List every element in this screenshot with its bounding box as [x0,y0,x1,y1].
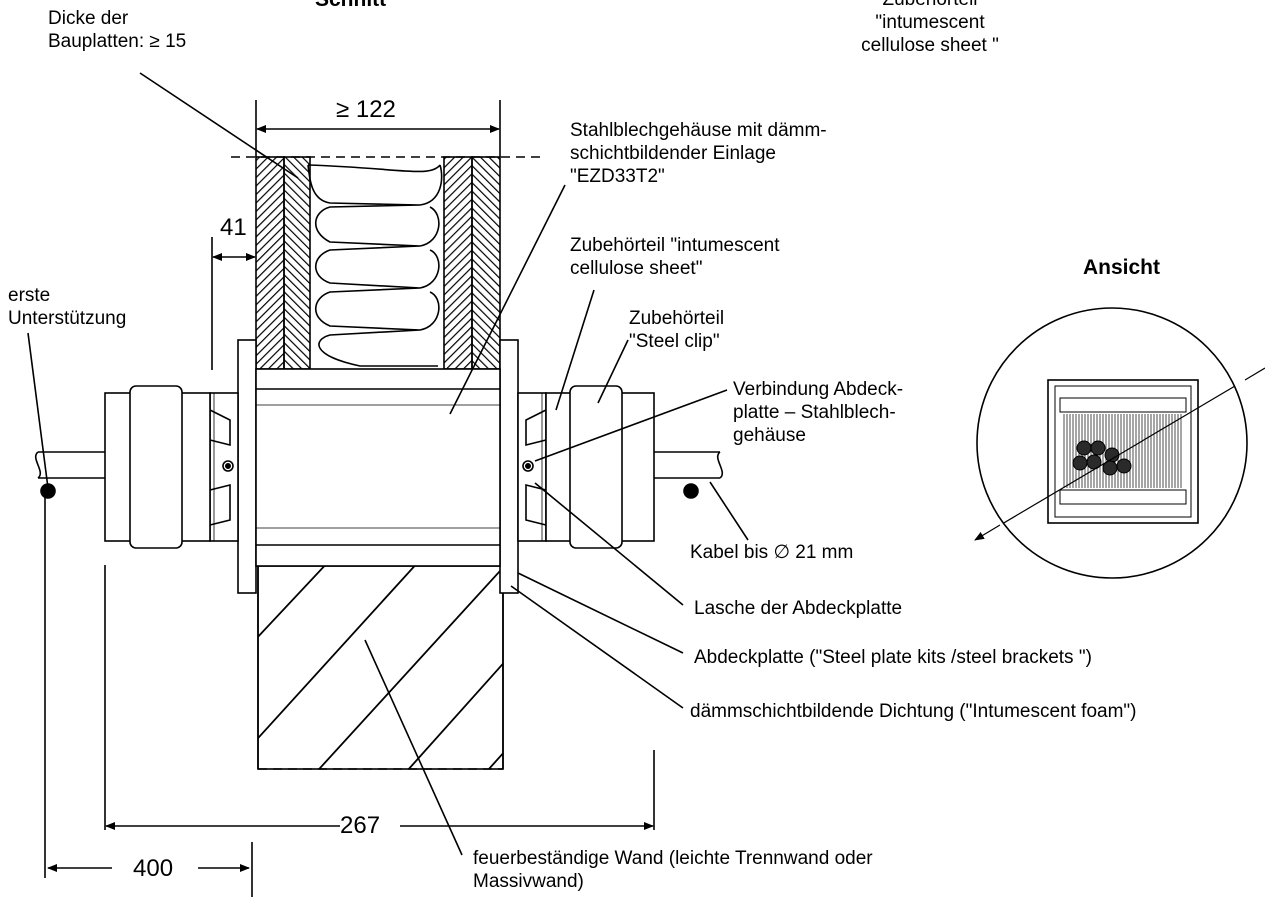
first-support-point-right [683,483,699,499]
leader-housing [449,184,566,415]
leader-wall [364,639,463,856]
dim-267-label: 267 [340,812,381,839]
leader-board-thickness [139,72,299,179]
label-steel-clip: Zubehörteil "Steel clip" [629,308,725,352]
cable-right [654,451,724,479]
steel-housing [255,368,501,567]
view-title: Ansicht [1083,256,1161,279]
label-cellulose-sheet: Zubehörteil "intumescent cellulose sheet… [570,235,780,279]
front-view [974,307,1265,579]
building-board-left [255,156,311,370]
leader-tab [534,482,684,606]
leader-connection [534,389,728,462]
leader-cable [709,481,749,541]
dim-122-label: ≥ 122 [336,96,396,123]
label-housing: Stahlblechgehäuse mit dämm- schichtbilde… [570,120,827,187]
section-title: Schnitt [315,0,386,11]
steel-clip-right [545,385,655,549]
label-first-support: erste Unterstützung [8,285,127,329]
cable-left [34,451,105,479]
cover-plate-right [499,339,519,594]
steel-clip-left [104,385,211,549]
leader-cover-plate [517,572,684,654]
label-board-thickness: Dicke der Bauplatten: ≥ 15 [48,8,187,52]
cover-plate-left [237,339,257,594]
label-wall: feuerbeständige Wand (leichte Trennwand … [473,848,873,892]
label-connection: Verbindung Abdeck- platte – Stahlblech- … [733,379,904,446]
dim-400-label: 400 [133,855,174,882]
leader-seal [510,585,684,709]
cable-bundle [1072,440,1132,476]
building-board-right [443,156,501,370]
label-tab: Lasche der Abdeckplatte [694,598,903,619]
label-cable: Kabel bis ∅ 21 mm [690,542,854,563]
leader-first-support [27,332,49,489]
leader-steel-clip [597,339,629,404]
insulation-coil-symbol [307,164,443,367]
label-seal: dämmschichtbildende Dichtung ("Intumesce… [690,701,1137,722]
label-top-right-accessory: Zubehörteil "intumescent cellulose sheet… [861,0,999,56]
dim-41-label: 41 [220,214,247,241]
fire-resistant-wall [257,565,504,770]
leader-cellulose-sheet [555,289,595,411]
label-cover-plate: Abdeckplatte ("Steel plate kits /steel b… [694,647,1092,668]
